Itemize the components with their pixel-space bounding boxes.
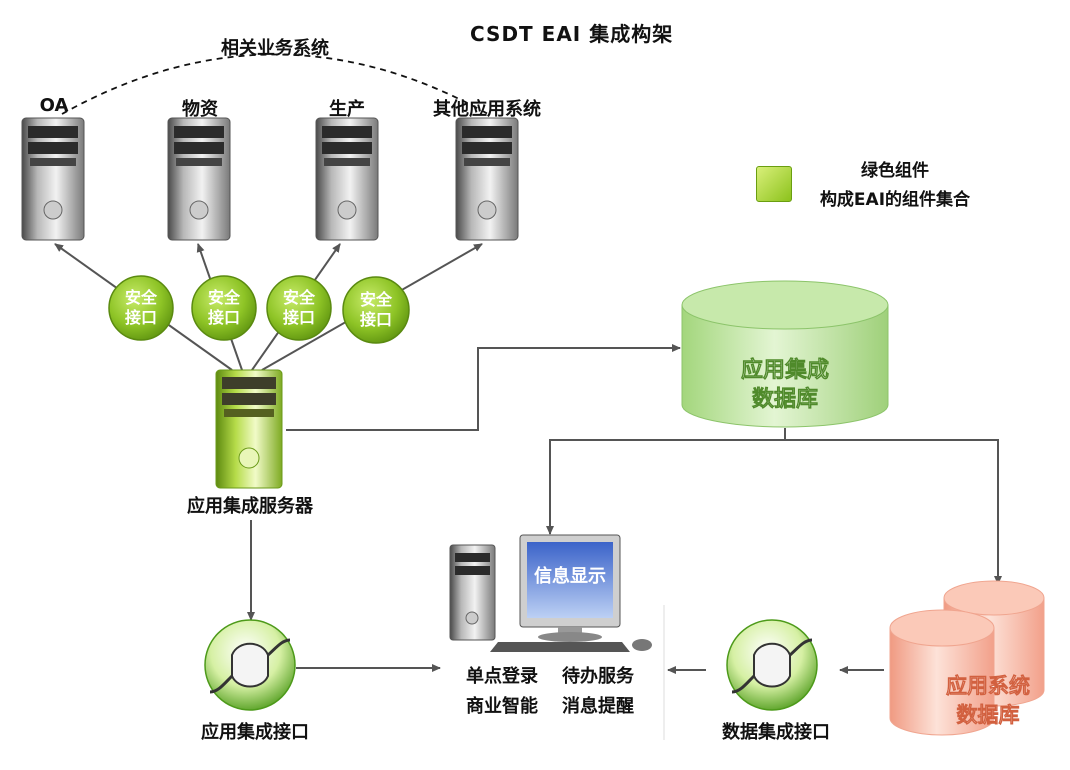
system-label-production: 生产 — [329, 99, 365, 120]
security-interface-4-line2: 接口 — [360, 310, 392, 329]
server-materials-icon — [167, 117, 231, 241]
feature-todo: 待办服务 — [562, 665, 635, 687]
security-interface-3-line2: 接口 — [283, 308, 315, 327]
security-interface-2-line2: 接口 — [208, 308, 240, 327]
system-label-oa: OA — [39, 95, 69, 116]
app-integration-db-icon: 应用集成 数据库 — [681, 280, 889, 428]
security-interface-3-line1: 安全 — [283, 288, 316, 307]
app-db-label-line1: 应用集成 — [741, 357, 829, 383]
display-label: 信息显示 — [534, 565, 606, 587]
security-interface-4-line1: 安全 — [360, 290, 393, 309]
security-interface-1-line1: 安全 — [125, 288, 158, 307]
legend-line2: 构成EAI的组件集合 — [819, 190, 971, 210]
app-server-label: 应用集成服务器 — [187, 495, 314, 517]
security-interface-4: 安全 接口 — [342, 276, 410, 344]
legend-line1: 绿色组件 — [861, 161, 929, 181]
system-db-label-line1: 应用系统 — [946, 674, 1030, 698]
security-interface-2: 安全 接口 — [191, 275, 257, 341]
related-systems-label: 相关业务系统 — [221, 38, 329, 59]
data-integration-interface-icon — [726, 619, 818, 711]
security-interface-2-line1: 安全 — [208, 288, 241, 307]
diagram-title: CSDT EAI 集成构架 — [470, 22, 674, 46]
feature-notify: 消息提醒 — [562, 695, 634, 717]
server-oa-icon — [21, 117, 85, 241]
server-other-icon — [455, 117, 519, 241]
app-interface-label: 应用集成接口 — [201, 721, 309, 743]
app-db-label-line2: 数据库 — [752, 386, 818, 412]
system-db-label-line2: 数据库 — [957, 703, 1020, 727]
server-production-icon — [315, 117, 379, 241]
system-label-materials: 物资 — [182, 99, 218, 120]
app-integration-interface-icon — [204, 619, 296, 711]
system-label-other: 其他应用系统 — [433, 99, 541, 120]
security-interface-3: 安全 接口 — [266, 275, 332, 341]
system-db-icon: 应用系统 数据库 — [889, 580, 1045, 736]
feature-bi: 商业智能 — [466, 695, 538, 717]
app-integration-server-icon — [215, 369, 283, 489]
display-computer-icon — [449, 534, 652, 652]
legend-swatch — [756, 166, 792, 202]
related-systems-arc — [61, 53, 489, 115]
data-interface-label: 数据集成接口 — [722, 721, 830, 743]
feature-sso: 单点登录 — [466, 665, 538, 687]
security-interface-1-line2: 接口 — [125, 308, 157, 327]
security-interface-1: 安全 接口 — [108, 275, 174, 341]
